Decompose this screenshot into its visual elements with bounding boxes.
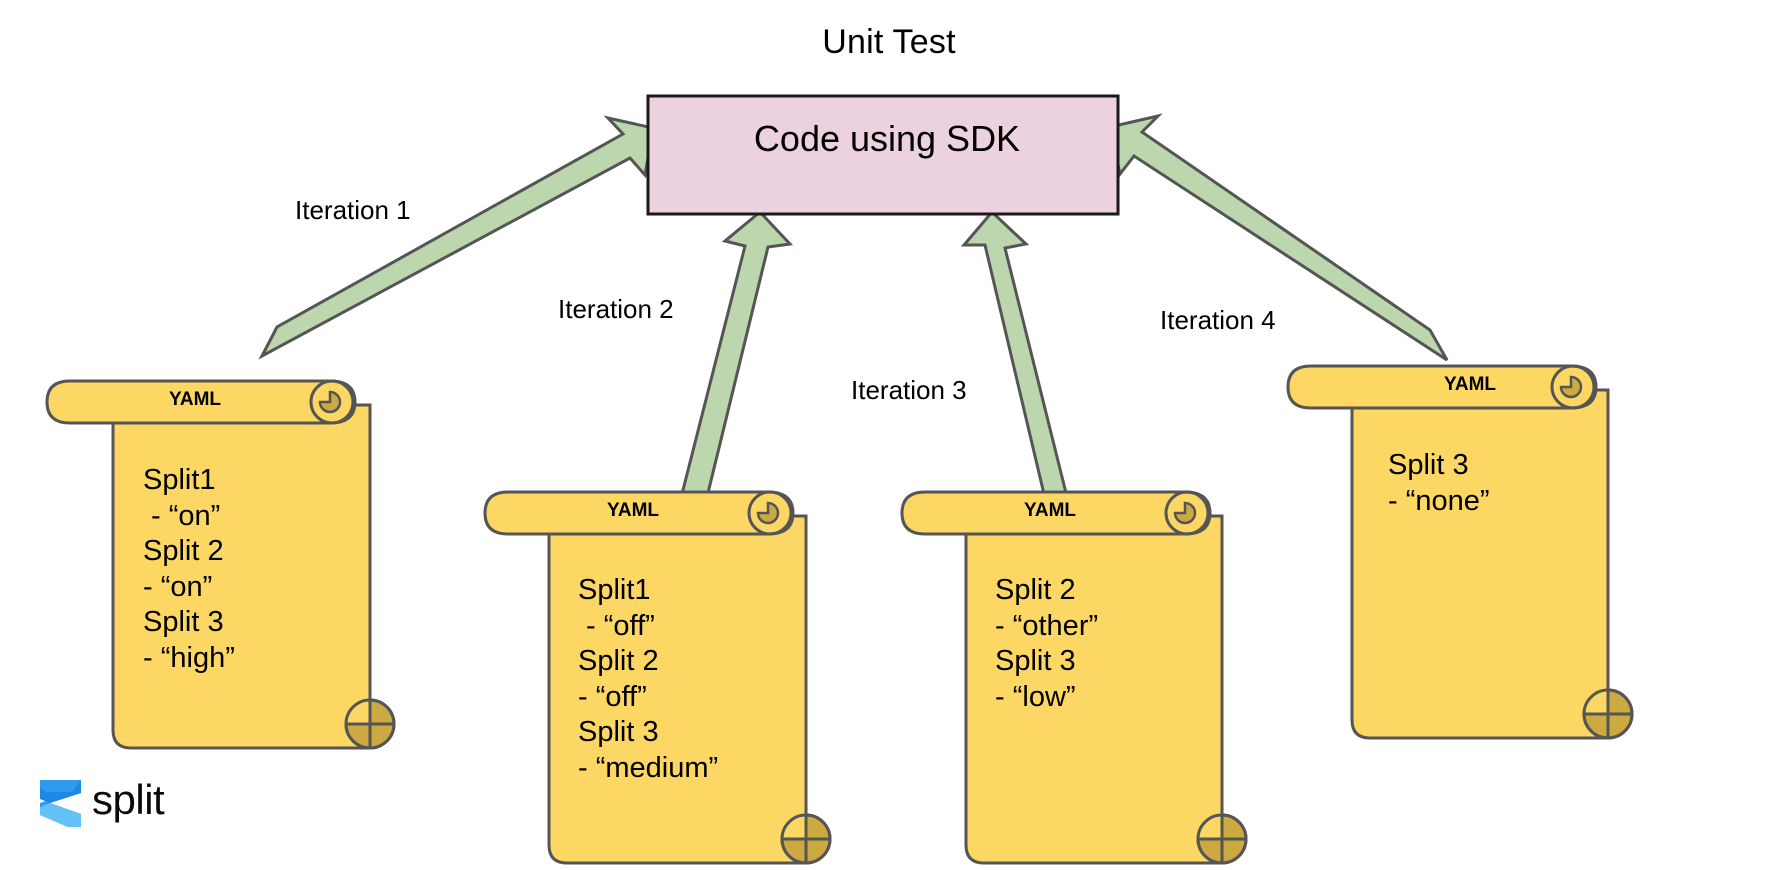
yaml-document-2: [483, 490, 832, 865]
yaml-line: Split 2: [995, 574, 1076, 606]
yaml-document-4: [1286, 364, 1634, 740]
yaml-line: - “high”: [143, 641, 235, 674]
code-using-sdk-node: [646, 94, 1120, 216]
yaml-document-1-content: Split1 - “on”Split 2- “on”Split 3- “high…: [143, 463, 235, 676]
yaml-line: - “on”: [143, 570, 213, 603]
yaml-line: Split 3: [1388, 449, 1469, 481]
code-using-sdk-label: Code using SDK: [753, 118, 1021, 159]
page-title: Unit Test: [822, 23, 956, 61]
arrow-label-iteration-1: Iteration 1: [295, 195, 411, 225]
yaml-line: - “off”: [578, 609, 655, 642]
yaml-line: Split1: [143, 464, 216, 496]
yaml-document-2-content: Split1 - “off”Split 2- “off”Split 3- “me…: [578, 573, 718, 786]
yaml-line: Split 2: [143, 535, 224, 567]
yaml-document-2-title: YAML: [606, 500, 660, 521]
yaml-line: Split 3: [995, 645, 1076, 677]
split-logo-wordmark: split: [92, 776, 165, 823]
yaml-line: Split 3: [143, 606, 224, 638]
yaml-document-1: [45, 379, 396, 750]
arrow-label-iteration-2: Iteration 2: [558, 294, 674, 324]
yaml-line: - “low”: [995, 680, 1076, 713]
yaml-line: - “off”: [578, 680, 647, 713]
arrow-label-iteration-3: Iteration 3: [851, 375, 967, 405]
arrow-iteration-2: [649, 209, 794, 502]
yaml-line: - “other”: [995, 609, 1099, 642]
arrow-iteration-1: [258, 115, 655, 360]
yaml-document-3-title: YAML: [1023, 500, 1077, 521]
yaml-document-3-content: Split 2- “other”Split 3- “low”: [995, 573, 1098, 715]
arrow-iteration-4: [1108, 113, 1449, 362]
yaml-line: Split 2: [578, 645, 659, 677]
yaml-line: - “medium”: [578, 751, 719, 784]
arrow-label-iteration-4: Iteration 4: [1160, 305, 1276, 335]
split-logo-mark-icon: [40, 780, 81, 827]
yaml-document-3: [900, 490, 1248, 865]
split-logo: split: [36, 775, 166, 835]
yaml-document-1-title: YAML: [168, 389, 222, 410]
yaml-line: Split1: [578, 574, 651, 606]
yaml-document-4-title: YAML: [1443, 374, 1497, 395]
yaml-line: Split 3: [578, 716, 659, 748]
arrow-iteration-3: [960, 209, 1070, 503]
yaml-line: - “on”: [143, 499, 221, 532]
yaml-line: - “none”: [1388, 484, 1490, 517]
yaml-document-4-content: Split 3- “none”: [1388, 448, 1490, 519]
